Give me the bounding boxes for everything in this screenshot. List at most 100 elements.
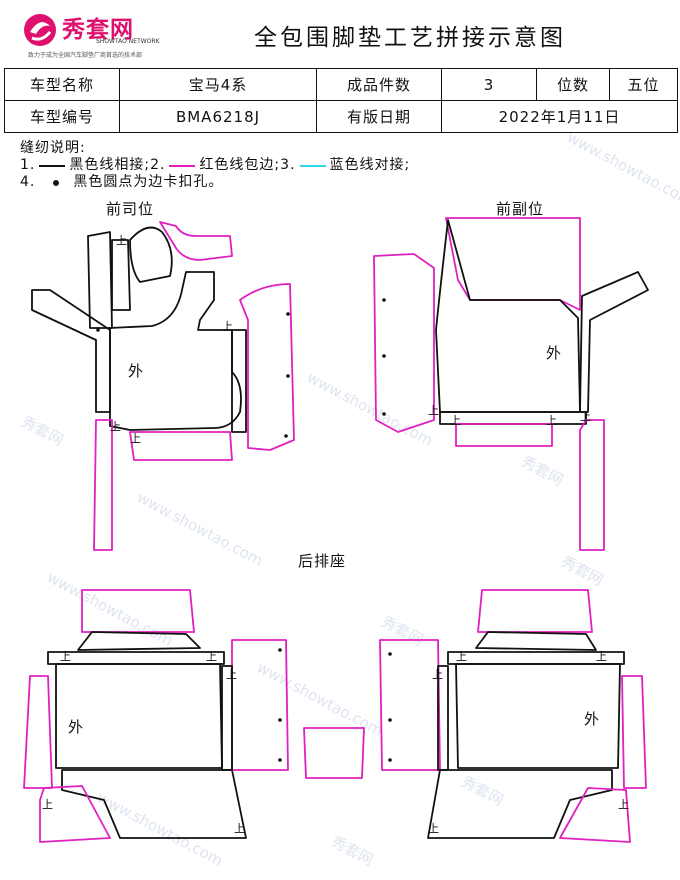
mat-piece bbox=[47, 651, 225, 665]
up-mark: 上 bbox=[42, 798, 53, 811]
logo-mark-icon bbox=[24, 14, 56, 46]
mat-piece bbox=[559, 787, 631, 843]
mat-piece bbox=[437, 665, 449, 771]
mat-piece bbox=[447, 651, 625, 665]
up-mark: 上 bbox=[428, 404, 439, 417]
legend-heading: 缝纫说明: bbox=[20, 140, 86, 156]
mat-piece bbox=[87, 231, 113, 329]
logo-tagline: 致力于成为全国汽车脚垫厂商首选的技术部 bbox=[28, 52, 143, 59]
outer-mark: 外 bbox=[68, 718, 83, 736]
blue-line-icon bbox=[299, 164, 326, 167]
mat-piece bbox=[239, 283, 295, 451]
up-mark: 上 bbox=[580, 410, 591, 423]
clip-hole-dot bbox=[278, 758, 282, 762]
clip-hole-dot bbox=[388, 718, 392, 722]
mat-piece bbox=[427, 769, 613, 839]
up-mark: 上 bbox=[130, 432, 141, 445]
mat-piece bbox=[129, 226, 173, 283]
rear-right-pieces bbox=[379, 589, 647, 843]
clip-hole-dot bbox=[388, 652, 392, 656]
mat-piece bbox=[477, 589, 593, 633]
red-line-icon bbox=[169, 164, 196, 167]
rear-left-pieces bbox=[23, 589, 289, 843]
mat-piece bbox=[373, 253, 435, 433]
mat-piece bbox=[23, 675, 53, 789]
clip-hole-dot bbox=[388, 758, 392, 762]
clip-hole-dot bbox=[96, 328, 100, 332]
mat-piece bbox=[111, 239, 131, 311]
outer-mark: 外 bbox=[128, 362, 143, 380]
clip-hole-dot bbox=[278, 648, 282, 652]
driver-pieces bbox=[31, 221, 295, 551]
mat-piece bbox=[81, 589, 195, 633]
seats-label: 位数 bbox=[536, 68, 610, 101]
model-code-value: BMA6218J bbox=[119, 100, 317, 133]
legend-text: 红色线包边; bbox=[199, 157, 281, 173]
mat-piece bbox=[231, 329, 247, 433]
up-mark: 上 bbox=[456, 650, 467, 663]
mat-piece bbox=[39, 785, 111, 843]
mat-piece bbox=[303, 727, 365, 779]
black-line-icon bbox=[39, 164, 66, 167]
mat-piece bbox=[579, 271, 649, 413]
mat-piece bbox=[475, 631, 597, 651]
up-mark: 上 bbox=[234, 822, 245, 835]
up-mark: 上 bbox=[450, 414, 461, 427]
seats-value: 五位 bbox=[609, 68, 678, 101]
clip-hole-dot bbox=[382, 354, 386, 358]
info-table: 车型名称 宝马4系 成品件数 3 位数 五位 车型编号 BMA6218J 有版日… bbox=[4, 68, 678, 133]
mat-piece bbox=[55, 663, 223, 769]
table-row: 车型编号 BMA6218J 有版日期 2022年1月11日 bbox=[4, 100, 678, 133]
rear-center-piece bbox=[303, 727, 365, 779]
legend-num: 4. bbox=[20, 174, 36, 190]
model-name-value: 宝马4系 bbox=[119, 68, 317, 101]
up-mark: 上 bbox=[226, 668, 237, 681]
page-title: 全包围脚垫工艺拼接示意图 bbox=[254, 25, 566, 51]
mat-piece bbox=[455, 423, 553, 447]
up-mark: 上 bbox=[618, 798, 629, 811]
mat-piece bbox=[621, 675, 647, 789]
clip-hole-dot bbox=[382, 412, 386, 416]
clip-hole-dot bbox=[278, 718, 282, 722]
mat-piece bbox=[93, 419, 113, 551]
section-label-passenger: 前副位 bbox=[496, 200, 545, 218]
sewing-legend: 缝纫说明: 1. 黑色线相接; 2. 红色线包边; 3. 蓝色线对接; 4. 黑… bbox=[20, 140, 410, 191]
clip-hole-dot bbox=[286, 374, 290, 378]
legend-num: 1. bbox=[20, 157, 36, 173]
up-mark: 上 bbox=[116, 234, 127, 247]
mat-piece bbox=[455, 663, 621, 769]
passenger-pieces bbox=[373, 217, 649, 551]
plate-date-label: 有版日期 bbox=[316, 100, 442, 133]
black-dot-icon bbox=[53, 179, 60, 186]
up-mark: 上 bbox=[222, 320, 233, 333]
legend-text: 黑色圆点为边卡扣孔。 bbox=[73, 174, 224, 190]
legend-text: 蓝色线对接; bbox=[329, 157, 411, 173]
mat-piece bbox=[31, 289, 111, 413]
legend-num: 3. bbox=[280, 157, 296, 173]
legend-row: 1. 黑色线相接; 2. 红色线包边; 3. 蓝色线对接; bbox=[20, 157, 410, 174]
mat-piece bbox=[439, 411, 587, 425]
mat-piece bbox=[435, 219, 581, 413]
mat-piece bbox=[579, 419, 605, 551]
model-code-label: 车型编号 bbox=[4, 100, 120, 133]
clip-hole-dot bbox=[284, 434, 288, 438]
up-mark: 上 bbox=[60, 650, 71, 663]
up-mark: 上 bbox=[206, 650, 217, 663]
mat-piece bbox=[445, 217, 581, 311]
mat-piece bbox=[159, 221, 233, 261]
clip-hole-dot bbox=[382, 298, 386, 302]
clip-hole-dot bbox=[286, 312, 290, 316]
outer-mark: 外 bbox=[546, 344, 561, 362]
up-mark: 上 bbox=[546, 414, 557, 427]
legend-row: 4. 黑色圆点为边卡扣孔。 bbox=[20, 174, 410, 191]
mat-piece bbox=[77, 631, 201, 651]
mat-piece bbox=[231, 639, 289, 771]
mat-piece bbox=[379, 639, 441, 771]
legend-text: 黑色线相接; bbox=[69, 157, 151, 173]
section-label-driver: 前司位 bbox=[106, 200, 155, 218]
section-label-rear: 后排座 bbox=[298, 552, 347, 570]
logo: 秀套网 SHOWTAO NETWORK 致力于成为全国汽车脚垫厂商首选的技术部 bbox=[22, 10, 162, 59]
up-mark: 上 bbox=[110, 420, 121, 433]
mat-piece bbox=[109, 271, 242, 431]
